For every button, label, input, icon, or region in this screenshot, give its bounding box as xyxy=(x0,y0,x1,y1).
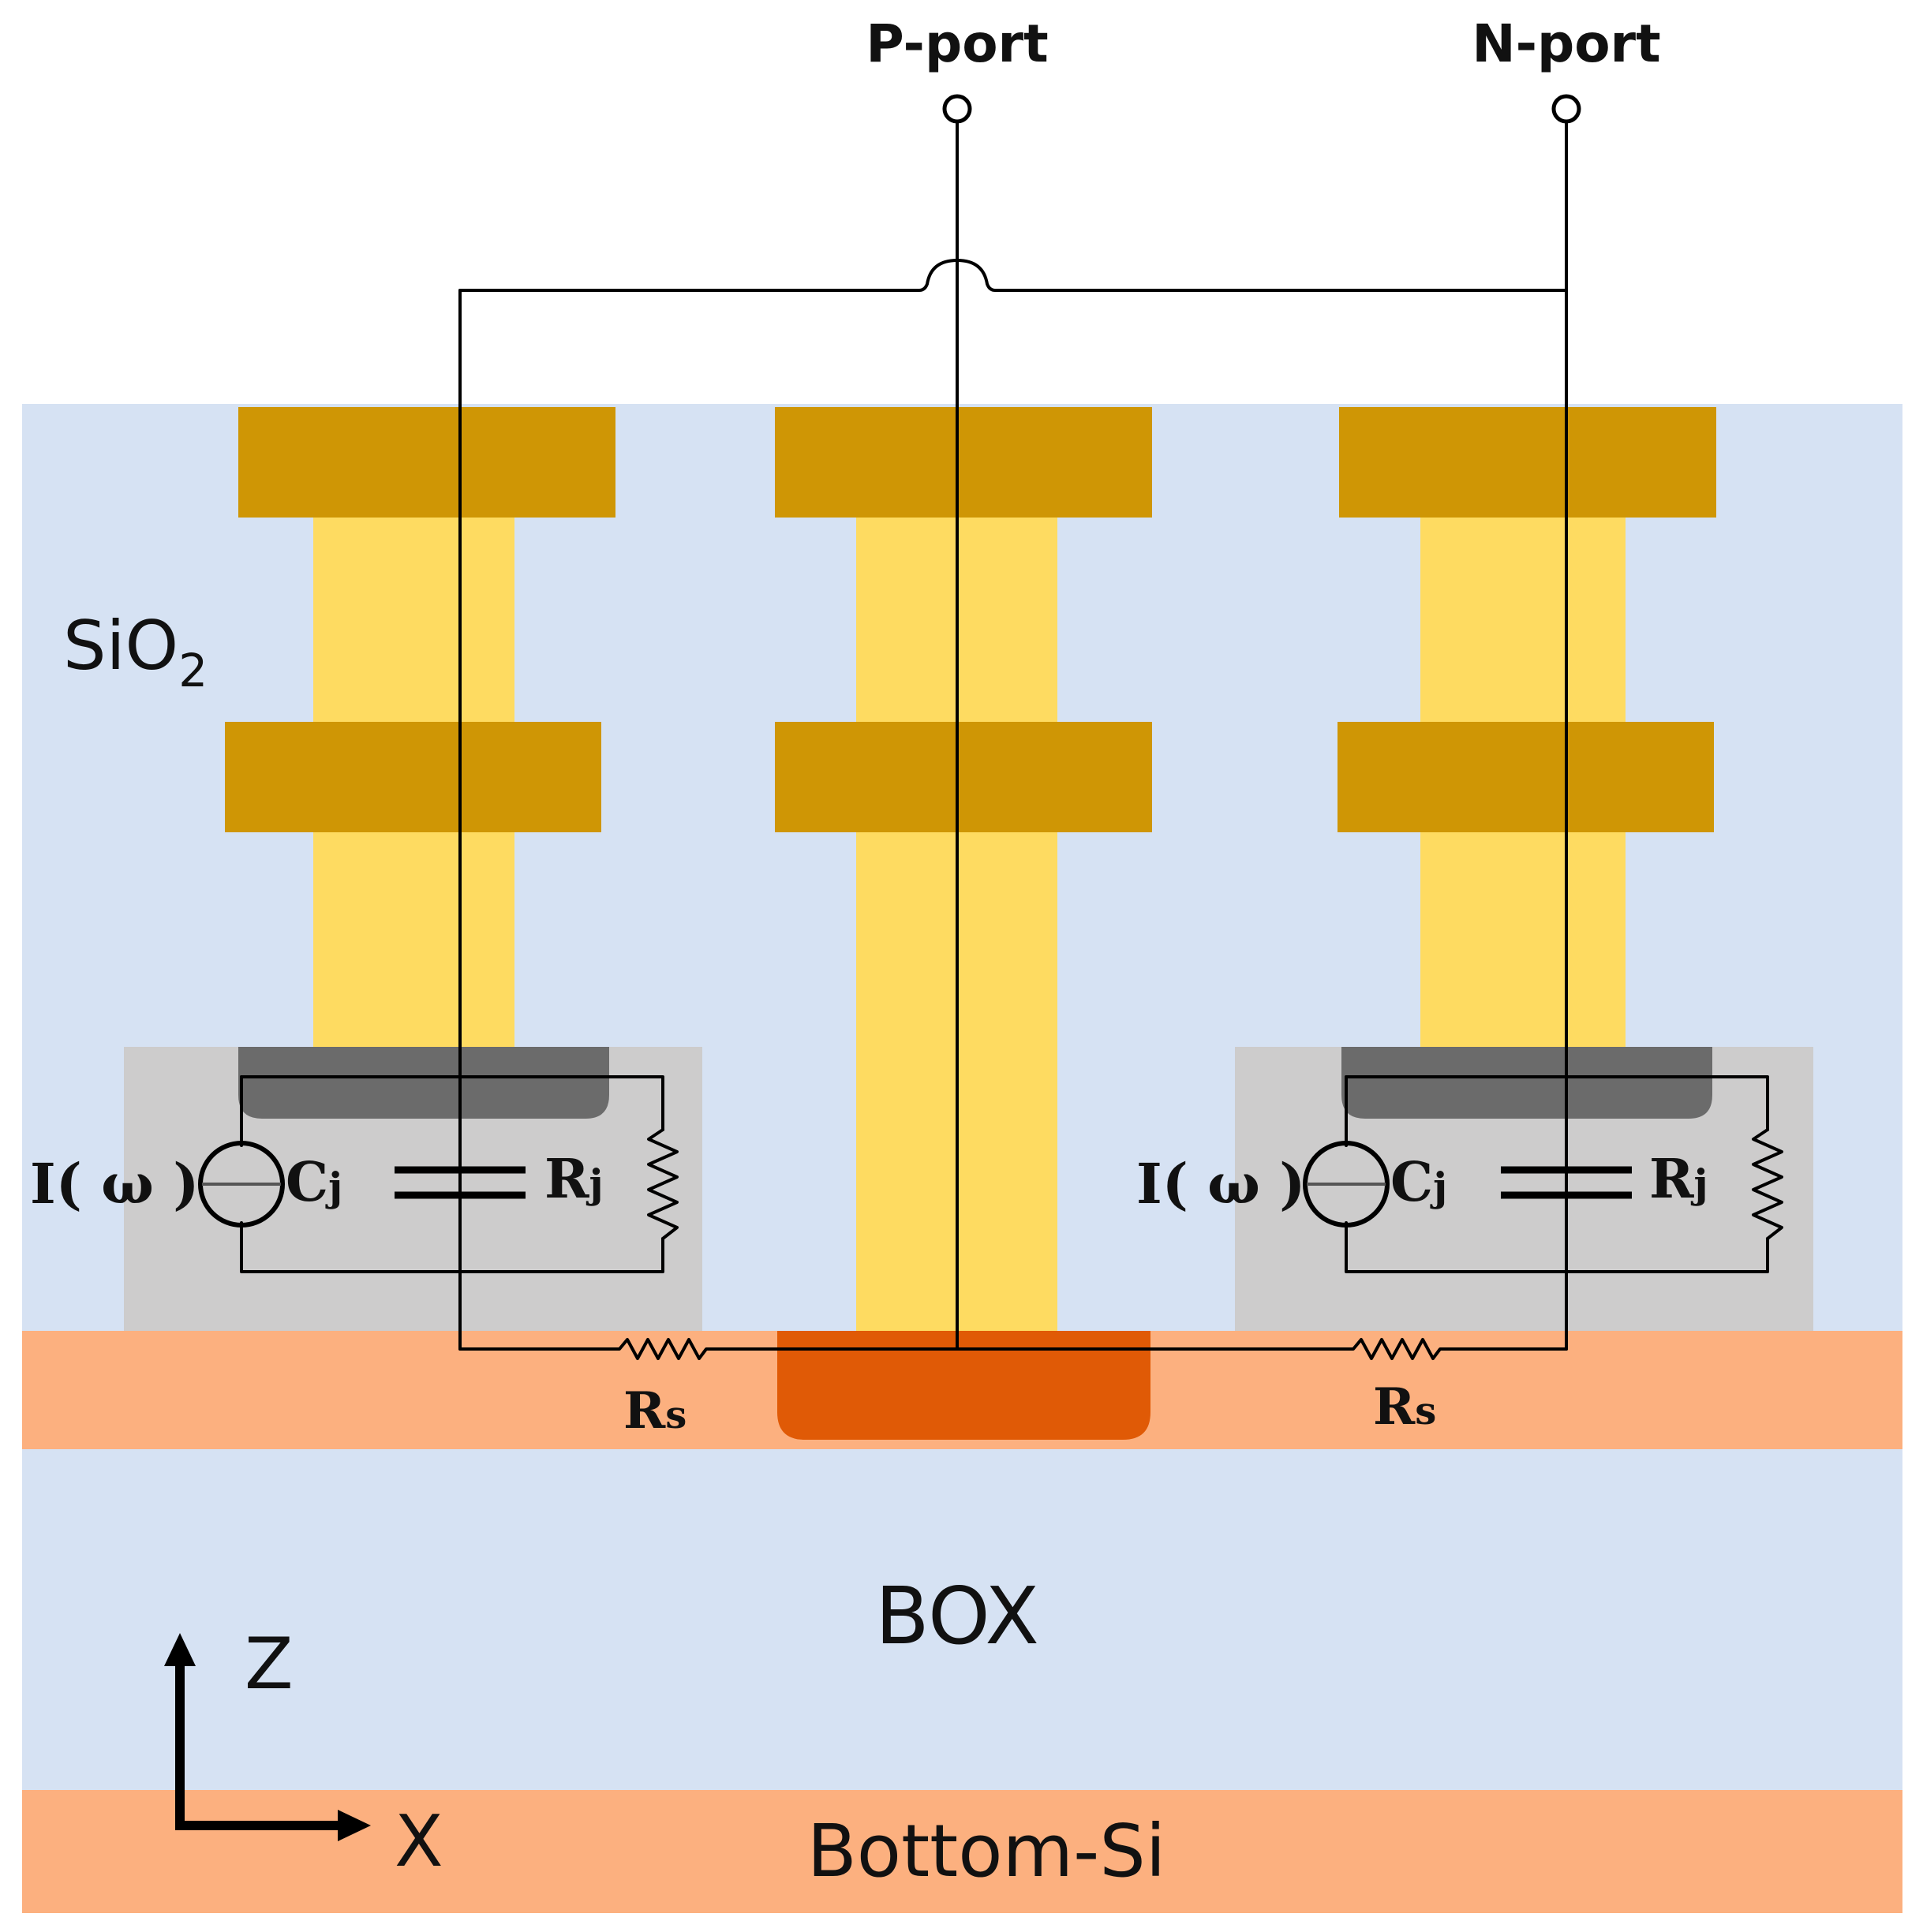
current-source-right xyxy=(1303,1141,1390,1228)
n-port-label: N-port xyxy=(1472,13,1660,74)
junction-circuit-right xyxy=(1303,1075,1783,1273)
rs-label-right: Rs xyxy=(1373,1377,1436,1437)
n-port-terminal xyxy=(1551,94,1581,124)
p-port-terminal xyxy=(942,94,972,124)
z-axis-label: Z xyxy=(245,1623,294,1706)
bottom-si-layer xyxy=(22,1790,1902,1913)
current-source-label-right: I( ω ) xyxy=(1136,1151,1305,1216)
junction-circuit-left xyxy=(198,1075,679,1273)
box-layer xyxy=(22,1449,1902,1790)
metal-pad-center-top xyxy=(775,407,1152,518)
metal-pad-right-middle xyxy=(1337,722,1714,832)
doped-contact-region xyxy=(777,1331,1150,1440)
box-label: BOX xyxy=(875,1570,1039,1662)
metal-pad-right-top xyxy=(1339,407,1716,518)
rj-label-right: Rj xyxy=(1649,1148,1708,1211)
x-axis-label: X xyxy=(395,1800,443,1883)
cj-label-right: Cj xyxy=(1390,1151,1447,1214)
rs-label-left: Rs xyxy=(623,1381,687,1441)
n-port-bridge-wire xyxy=(458,259,1568,292)
sio2-label-main: SiO xyxy=(63,607,178,686)
sio2-label: SiO2 xyxy=(63,607,208,697)
rj-label-left: Rj xyxy=(544,1148,604,1211)
metal-pad-left-middle xyxy=(225,722,601,832)
p-port-label: P-port xyxy=(866,13,1048,74)
sio2-label-subscript: 2 xyxy=(178,644,208,697)
metal-pad-left-top xyxy=(238,407,615,518)
bottom-si-label: Bottom-Si xyxy=(807,1809,1166,1893)
contact-left xyxy=(238,1047,609,1119)
current-source-label-left: I( ω ) xyxy=(30,1151,199,1216)
rj-resistor-right xyxy=(1752,1128,1783,1240)
current-source-left xyxy=(198,1141,285,1228)
contact-right xyxy=(1341,1047,1712,1119)
rs-resistor-left xyxy=(458,1338,959,1360)
rj-resistor-left xyxy=(647,1128,679,1240)
metal-pad-center-middle xyxy=(775,722,1152,832)
cj-label-left: Cj xyxy=(286,1151,342,1214)
coordinate-axes: Z X xyxy=(164,1623,443,1883)
rs-resistor-right xyxy=(956,1338,1568,1360)
